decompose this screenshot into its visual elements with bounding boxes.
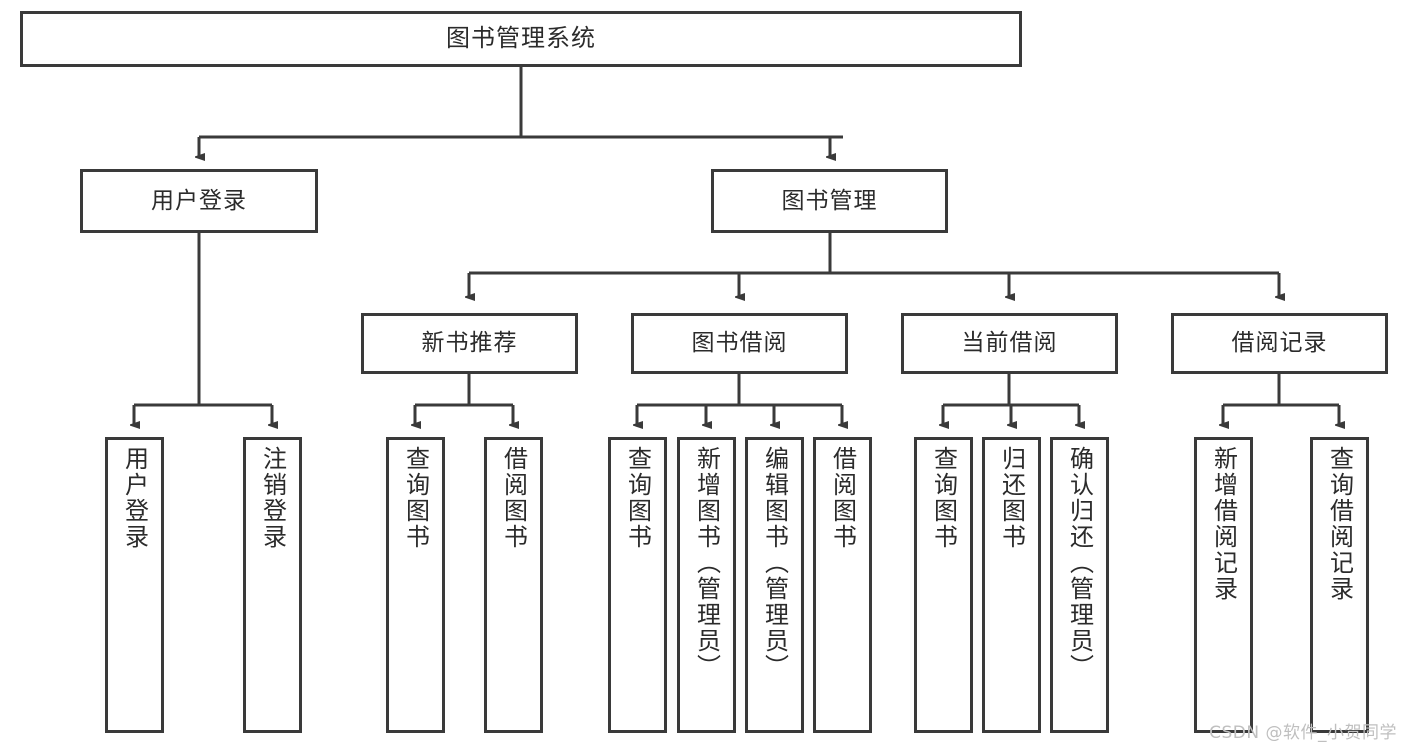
watermark-text: CSDN @软件_小贺同学 xyxy=(1209,723,1397,743)
leaf-node[interactable]: 新增借阅记录 xyxy=(1194,437,1253,733)
node-book-borrow[interactable]: 图书借阅 xyxy=(631,313,848,374)
leaf-label: 查询借阅记录 xyxy=(1325,446,1354,602)
node-current-borrow-label: 当前借阅 xyxy=(961,330,1058,357)
node-user-login[interactable]: 用户登录 xyxy=(80,169,318,233)
leaf-label: 查询图书 xyxy=(929,446,958,550)
leaf-node[interactable]: 新增图书（管理员） xyxy=(677,437,736,733)
leaf-node[interactable]: 确认归还（管理员） xyxy=(1050,437,1109,733)
node-new-book-recommend[interactable]: 新书推荐 xyxy=(361,313,578,374)
leaf-label: 新增图书（管理员） xyxy=(692,446,721,680)
node-book-management[interactable]: 图书管理 xyxy=(711,169,948,233)
leaf-node[interactable]: 查询图书 xyxy=(608,437,667,733)
leaf-label: 新增借阅记录 xyxy=(1209,446,1238,602)
node-current-borrow[interactable]: 当前借阅 xyxy=(901,313,1118,374)
leaf-label: 确认归还（管理员） xyxy=(1065,446,1094,680)
leaf-label: 归还图书 xyxy=(997,446,1026,550)
leaf-label: 注销登录 xyxy=(258,446,287,550)
leaf-node[interactable]: 查询借阅记录 xyxy=(1310,437,1369,733)
leaf-label: 查询图书 xyxy=(623,446,652,550)
leaf-node[interactable]: 用户登录 xyxy=(105,437,164,733)
leaf-label: 查询图书 xyxy=(401,446,430,550)
leaf-node[interactable]: 编辑图书（管理员） xyxy=(745,437,804,733)
leaf-node[interactable]: 归还图书 xyxy=(982,437,1041,733)
node-book-management-label: 图书管理 xyxy=(781,187,878,214)
leaf-node[interactable]: 查询图书 xyxy=(914,437,973,733)
node-user-login-label: 用户登录 xyxy=(151,187,247,214)
leaf-label: 借阅图书 xyxy=(828,446,857,550)
leaf-node[interactable]: 借阅图书 xyxy=(813,437,872,733)
node-new-book-recommend-label: 新书推荐 xyxy=(421,330,518,357)
leaf-node[interactable]: 注销登录 xyxy=(243,437,302,733)
node-borrow-record-label: 借阅记录 xyxy=(1231,330,1328,357)
leaf-node[interactable]: 查询图书 xyxy=(386,437,445,733)
node-borrow-record[interactable]: 借阅记录 xyxy=(1171,313,1388,374)
leaf-label: 用户登录 xyxy=(120,446,149,550)
leaf-node[interactable]: 借阅图书 xyxy=(484,437,543,733)
node-book-borrow-label: 图书借阅 xyxy=(691,330,788,357)
leaf-label: 借阅图书 xyxy=(499,446,528,550)
leaf-label: 编辑图书（管理员） xyxy=(760,446,789,680)
node-root[interactable]: 图书管理系统 xyxy=(20,11,1022,67)
node-root-label: 图书管理系统 xyxy=(446,24,596,53)
